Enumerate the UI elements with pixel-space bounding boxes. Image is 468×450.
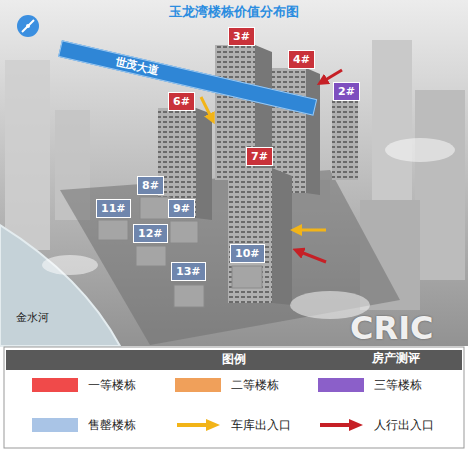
diagram-title: 玉龙湾楼栋价值分布图 [0,3,468,21]
legend-text: 二等楼栋 [231,377,279,393]
building-tag: 13# [171,262,206,281]
node-text: 8# [142,179,159,192]
building-tag: 11# [96,199,131,218]
villas [98,197,262,307]
node-text: 4# [293,53,310,66]
node-text: 3# [233,30,250,43]
building-tag: 2# [333,82,360,101]
legend-arrow-head [206,419,220,431]
background [0,0,468,346]
legend-arrow-shaft [320,423,351,427]
legend-arrow-head [349,419,363,431]
building-tag: 6# [168,92,195,111]
node-text: 10# [235,247,260,260]
legend-swatch [32,378,78,392]
node-text: 12# [138,227,163,240]
building-tag: 9# [168,199,195,218]
watermark: CRIC [350,311,434,346]
node-text: 9# [173,202,190,215]
legend-text: 一等楼栋 [88,377,136,393]
building-tag: 12# [133,224,168,243]
legend-swatch [175,378,221,392]
watermark: 房产测评 [372,352,420,365]
legend-text: 车库出入口 [231,417,291,433]
background-buildings [5,40,465,310]
node-text: 11# [101,202,126,215]
building-tag: 3# [228,27,255,46]
legend-text: 售罄楼栋 [88,417,136,433]
clouds [42,138,455,319]
building-tag: 7# [246,147,273,166]
legend-arrow-shaft [177,423,208,427]
node-text: 图例 [222,352,246,366]
river [0,225,120,346]
node-text: 7# [251,150,268,163]
river-label: 金水河 [16,312,49,324]
legend-text: 人行出入口 [374,417,434,433]
node-text: 世茂大道 [114,55,160,78]
legend-arrow [318,418,364,432]
legend-text: 三等楼栋 [374,377,422,393]
node-text: 13# [176,265,201,278]
node-text: 6# [173,95,190,108]
building-tag: 10# [230,244,265,263]
building-tag: 8# [137,176,164,195]
building-tag: 4# [288,50,315,69]
compass-icon [17,15,39,37]
legend-swatch [32,418,78,432]
legend-swatch [318,378,364,392]
node-text: 2# [338,85,355,98]
legend-arrow [175,418,221,432]
legend-panel [4,347,464,448]
